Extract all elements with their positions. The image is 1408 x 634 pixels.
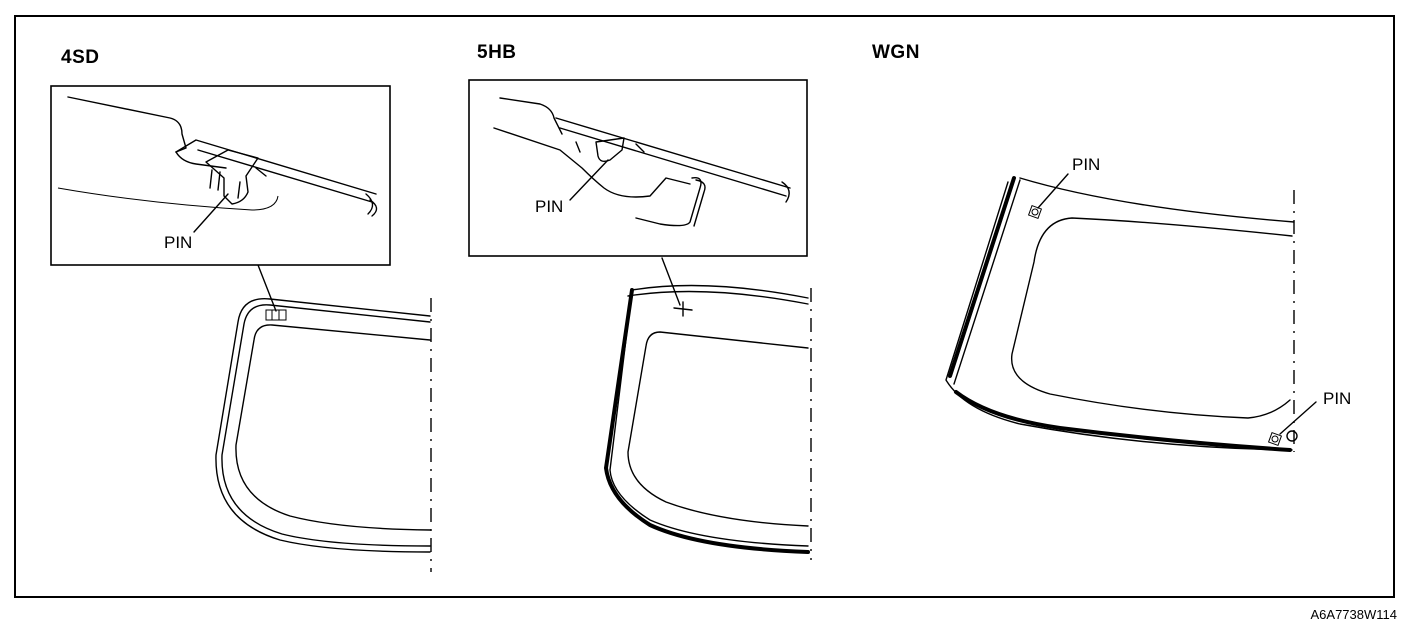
panel-label-5hb: 5HB bbox=[477, 42, 517, 63]
4sd-leader bbox=[257, 264, 277, 312]
4sd-glass-edge bbox=[221, 304, 431, 547]
panel-wgn-drawing bbox=[945, 173, 1317, 452]
panel-5hb-drawing bbox=[468, 79, 812, 560]
wgn-pin-leader-bottom bbox=[1279, 401, 1317, 435]
wgn-glass-thick-edge bbox=[948, 176, 1016, 378]
4sd-glass-outer bbox=[215, 298, 431, 553]
panel-label-wgn: WGN bbox=[872, 42, 920, 63]
4sd-roof-panel bbox=[67, 96, 187, 153]
5hb-glass-body bbox=[609, 289, 809, 547]
figure-id: A6A7738W114 bbox=[1310, 607, 1398, 622]
pin-label-5hb: PIN bbox=[535, 197, 564, 216]
wgn-pin-marker-bottom bbox=[1267, 431, 1283, 447]
pin-label-4sd: PIN bbox=[164, 233, 193, 252]
panel-4sd-drawing bbox=[50, 85, 432, 572]
4sd-clip bbox=[205, 149, 259, 205]
wgn-pin-leader-top bbox=[1037, 173, 1069, 209]
5hb-roof-panel bbox=[499, 97, 563, 135]
5hb-trim bbox=[635, 177, 702, 227]
wgn-pin-marker-top bbox=[1027, 204, 1043, 220]
4sd-trim bbox=[57, 187, 279, 211]
4sd-glass-inner bbox=[235, 324, 431, 531]
pin-label-wgn-bottom: PIN bbox=[1323, 389, 1352, 408]
panel-label-4sd: 4SD bbox=[61, 47, 100, 68]
5hb-glass-inner bbox=[627, 331, 809, 527]
wgn-glass-inner bbox=[1010, 217, 1293, 419]
5hb-glass-outer bbox=[631, 284, 809, 299]
4sd-pin-leader bbox=[193, 193, 229, 233]
5hb-pin-leader bbox=[569, 159, 609, 201]
pin-label-wgn-top: PIN bbox=[1072, 155, 1101, 174]
wgn-glass-outer bbox=[1019, 177, 1295, 223]
5hb-inset bbox=[468, 79, 808, 257]
wgn-glass-bottom-edge bbox=[954, 390, 1292, 452]
diagram-frame bbox=[14, 15, 1395, 598]
5hb-clip bbox=[595, 137, 625, 163]
5hb-glass-thick-edge bbox=[603, 288, 810, 554]
5hb-leader bbox=[661, 257, 681, 306]
